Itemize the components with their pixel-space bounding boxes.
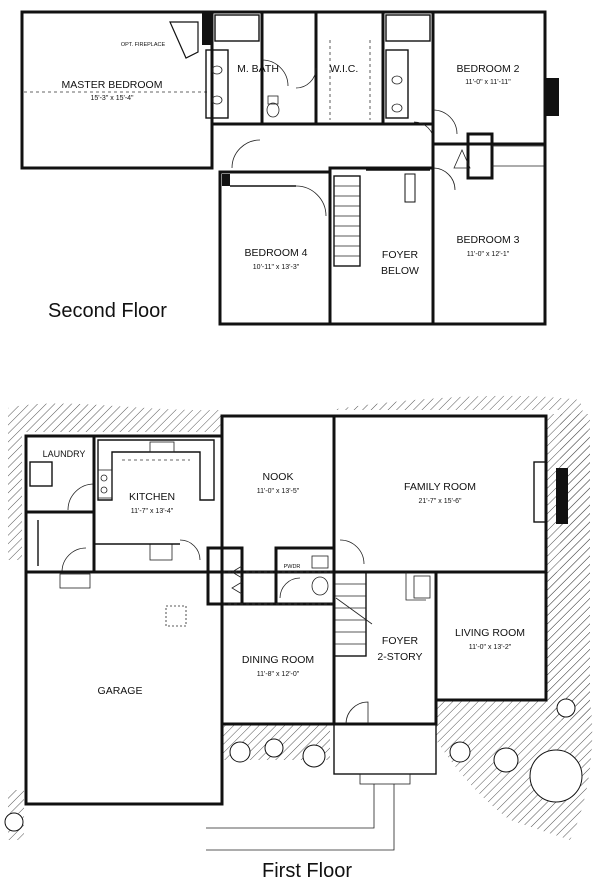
label-dining-room: DINING ROOM: [242, 654, 314, 666]
label-bedroom-4: BEDROOM 4: [244, 247, 307, 259]
fireplace-icon: [169, 21, 199, 59]
label-master-bath: M. BATH: [237, 63, 279, 75]
size-bedroom-4: 10'-11" x 13'-3": [253, 264, 300, 271]
size-living-room: 11'-0" x 13'-2": [469, 644, 512, 651]
label-foyer-below-2: BELOW: [381, 265, 419, 277]
label-powder: PWDR: [284, 564, 301, 570]
label-garage: GARAGE: [98, 685, 143, 697]
label-walk-in-closet: W.I.C.: [330, 63, 359, 75]
second-floor-plan: [20, 10, 559, 326]
label-family-room: FAMILY ROOM: [404, 481, 476, 493]
size-family-room: 21'-7" x 15'-6": [418, 498, 462, 505]
label-foyer-1: FOYER: [382, 635, 419, 647]
size-nook: 11'-0" x 13'-5": [257, 488, 300, 495]
stair-upper: [333, 175, 361, 267]
first-floor-title: First Floor: [262, 860, 352, 882]
first-floor-plan: [24, 414, 568, 851]
label-bedroom-2: BEDROOM 2: [456, 63, 519, 75]
size-bedroom-3: 11'-0" x 12'-1": [467, 251, 510, 258]
shrubs: [4, 698, 583, 832]
label-kitchen: KITCHEN: [129, 491, 175, 503]
size-kitchen: 11'-7" x 13'-4": [131, 508, 174, 515]
size-bedroom-2: 11'-0" x 11'-11": [465, 79, 511, 86]
label-living-room: LIVING ROOM: [455, 627, 525, 639]
label-master-bedroom: MASTER BEDROOM: [62, 79, 163, 91]
landscape-hatching: [8, 395, 593, 840]
second-floor-title: Second Floor: [48, 300, 167, 322]
label-foyer-2: 2-STORY: [377, 651, 422, 663]
size-master-bedroom: 15'-3" x 15'-4": [90, 95, 134, 102]
label-bedroom-3: BEDROOM 3: [456, 234, 519, 246]
size-dining-room: 11'-8" x 12'-0": [257, 671, 300, 678]
stair-lower: [333, 571, 373, 657]
label-laundry: LAUNDRY: [43, 449, 86, 459]
label-fireplace: OPT. FIREPLACE: [121, 42, 166, 48]
label-foyer-below-1: FOYER: [382, 249, 419, 261]
label-nook: NOOK: [263, 471, 294, 483]
